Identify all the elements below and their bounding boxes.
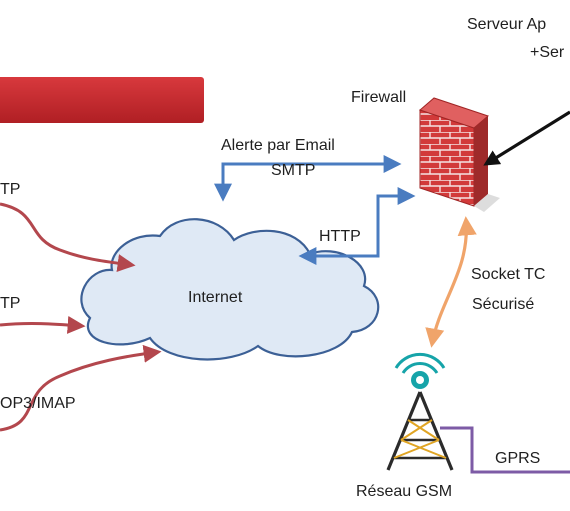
left-protocol-label-1: TP bbox=[0, 181, 21, 198]
socket-label-line2: Sécurisé bbox=[472, 296, 535, 313]
red-header-bar bbox=[0, 77, 204, 123]
gsm-network-label: Réseau GSM bbox=[356, 483, 453, 500]
gprs-link-line bbox=[440, 426, 570, 474]
smtp-label: SMTP bbox=[271, 162, 316, 179]
http-firewall-label: HTTP bbox=[319, 228, 361, 245]
left-protocol-label-2: TP bbox=[0, 295, 21, 312]
server-to-firewall-arrow bbox=[483, 110, 570, 166]
left-link-arrow-1 bbox=[0, 202, 136, 272]
smtp-link-arrow bbox=[214, 155, 402, 202]
socket-label-line1: Socket TC bbox=[471, 266, 546, 283]
left-protocol-label-3: OP3/IMAP bbox=[0, 395, 76, 412]
gsm-tower-icon bbox=[386, 352, 454, 471]
socket-link-arrow bbox=[425, 216, 477, 348]
firewall-label: Firewall bbox=[351, 89, 407, 106]
http-link-arrow bbox=[298, 187, 416, 265]
alert-email-label: Alerte par Email bbox=[221, 137, 335, 154]
server-label-line1: Serveur Ap bbox=[467, 16, 547, 33]
internet-label: Internet bbox=[188, 289, 243, 306]
left-link-arrow-3 bbox=[0, 344, 162, 432]
gprs-label: GPRS bbox=[495, 450, 541, 467]
firewall-icon bbox=[419, 97, 500, 212]
left-link-arrow-2 bbox=[0, 315, 86, 334]
server-label-line2: +Ser bbox=[530, 44, 565, 61]
